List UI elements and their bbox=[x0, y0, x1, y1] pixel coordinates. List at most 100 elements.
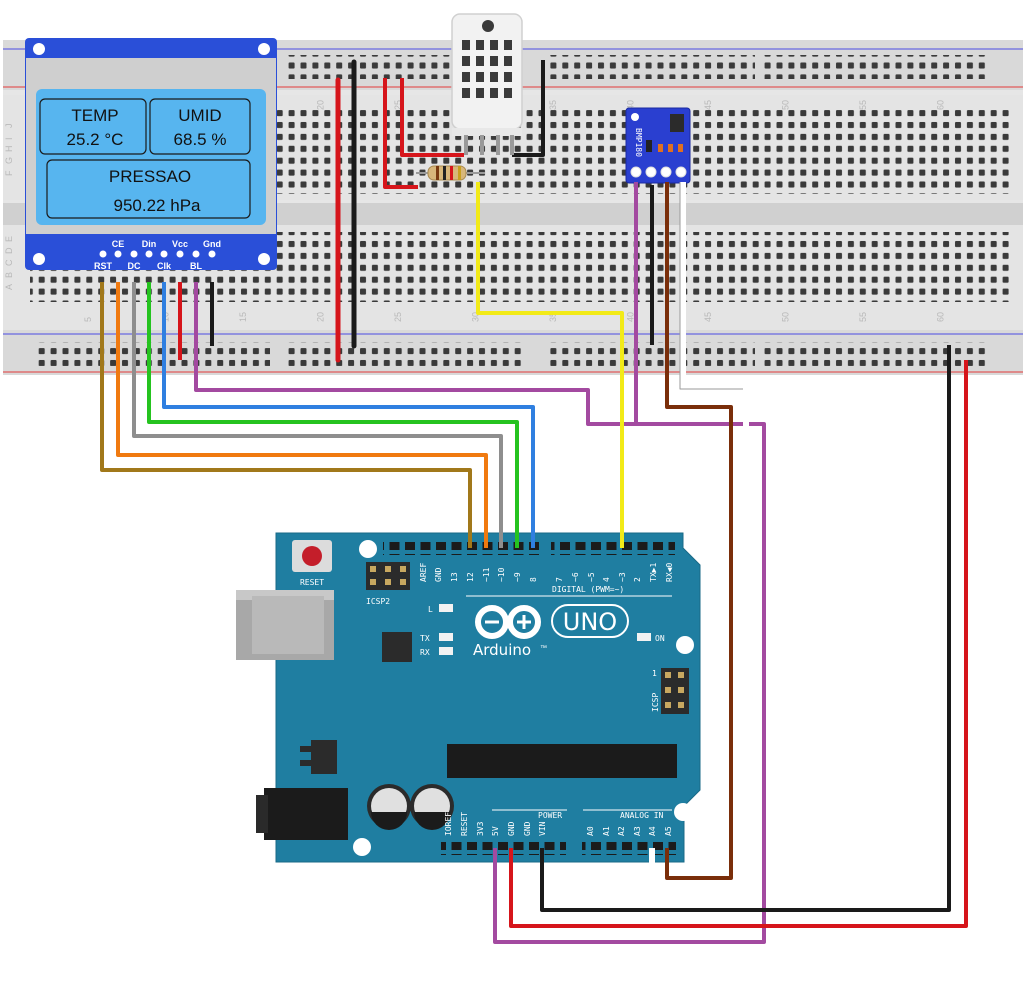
column-number: 55 bbox=[858, 100, 868, 110]
digital-pin-label: ~11 bbox=[482, 567, 491, 582]
power-pin-label: 3V3 bbox=[476, 821, 485, 836]
wires bbox=[100, 182, 968, 944]
icsp-label: ICSP bbox=[651, 693, 660, 712]
power-pin-label: GND bbox=[523, 821, 532, 836]
column-number: 20 bbox=[316, 312, 326, 322]
wire-purple-bl[interactable] bbox=[194, 282, 766, 944]
digital-pin-label: ~6 bbox=[571, 572, 580, 582]
wire-yellow-dht-data[interactable] bbox=[476, 182, 624, 548]
logo-arduino: Arduino bbox=[473, 641, 531, 659]
pin-label-din: Din bbox=[142, 239, 157, 249]
power-pin-label: IOREF bbox=[444, 812, 453, 836]
press-value: 950.22 hPa bbox=[114, 196, 202, 215]
pin-label-clk: Clk bbox=[157, 261, 172, 271]
row-letter: E bbox=[4, 236, 14, 242]
wire-gray-dc[interactable] bbox=[132, 282, 503, 548]
row-letter: A bbox=[4, 284, 14, 290]
column-number: 55 bbox=[858, 312, 868, 322]
led-on-label: ON bbox=[655, 634, 665, 643]
power-header bbox=[441, 841, 566, 855]
logo-tm: ™ bbox=[540, 645, 547, 652]
column-number: 25 bbox=[393, 312, 403, 322]
wire-white-bmp-sda-edge bbox=[679, 182, 743, 390]
pin-label-dc: DC bbox=[128, 261, 141, 271]
digital-pin-label: 7 bbox=[555, 577, 564, 582]
umid-box bbox=[149, 98, 251, 155]
digital-pin-label: RX◀0 bbox=[665, 563, 674, 582]
digital-pin-label: ~3 bbox=[618, 572, 627, 582]
digital-pin-label: 4 bbox=[602, 577, 611, 582]
led-rx-label: RX bbox=[420, 648, 430, 657]
wire-black-gnd-long[interactable] bbox=[540, 345, 951, 912]
column-number: 40 bbox=[626, 100, 636, 110]
led-on bbox=[637, 633, 651, 641]
analog-pin-label: A4 bbox=[648, 826, 657, 836]
row-letter: J bbox=[4, 124, 14, 129]
row-letter: G bbox=[4, 157, 14, 164]
bmp180-module: BMP180 bbox=[625, 107, 691, 184]
wire-orange-ce[interactable] bbox=[116, 282, 488, 548]
reset-label: RESET bbox=[300, 578, 324, 587]
umid-value: 68.5 % bbox=[174, 130, 227, 149]
lcd-mount-hole bbox=[33, 43, 45, 55]
icsp2-label: ICSP2 bbox=[366, 597, 390, 606]
wire-red-dht-vcc[interactable] bbox=[400, 78, 464, 157]
analog-pin-label: A3 bbox=[633, 826, 642, 836]
row-letter: F bbox=[4, 170, 14, 176]
row-letter: B bbox=[4, 272, 14, 278]
usb-chip bbox=[382, 632, 412, 662]
power-pin-label: VIN bbox=[538, 821, 547, 836]
column-number: 25 bbox=[393, 100, 403, 110]
umid-label: UMID bbox=[178, 106, 221, 125]
column-number: 20 bbox=[316, 100, 326, 110]
press-box bbox=[46, 159, 251, 219]
temp-label: TEMP bbox=[71, 106, 118, 125]
dht-mount-hole bbox=[482, 20, 494, 32]
column-number: 35 bbox=[548, 100, 558, 110]
breadboard-jumpers bbox=[178, 59, 654, 363]
dht-grille bbox=[462, 40, 512, 98]
temp-value: 25.2 °C bbox=[67, 130, 124, 149]
analog-pin-label: A0 bbox=[586, 826, 595, 836]
analog-pin-label: A2 bbox=[617, 826, 626, 836]
row-letter: I bbox=[4, 137, 14, 140]
wire-red-resistor[interactable] bbox=[383, 78, 418, 189]
row-letter: C bbox=[4, 259, 14, 266]
wire-red-5v-long[interactable] bbox=[509, 360, 968, 928]
digital-pin-label: GND bbox=[434, 567, 443, 582]
digital-pin-label: 13 bbox=[450, 572, 459, 582]
digital-pin-label: 8 bbox=[529, 577, 538, 582]
digital-pin-label: 2 bbox=[633, 577, 642, 582]
logo-uno: UNO bbox=[563, 608, 617, 636]
column-number: 30 bbox=[471, 312, 481, 322]
atmega-chip bbox=[447, 744, 677, 778]
digital-pin-label: ~10 bbox=[497, 567, 506, 582]
wire-black-dht-gnd[interactable] bbox=[512, 60, 545, 157]
bmp180-label: BMP180 bbox=[634, 128, 643, 157]
column-number: 35 bbox=[548, 312, 558, 322]
pin-label-vcc: Vcc bbox=[172, 239, 188, 249]
digital-pin-label: TX▶1 bbox=[649, 563, 658, 582]
digital-pin-label: ~9 bbox=[513, 572, 522, 582]
wire-brown-bmp-scl[interactable] bbox=[665, 182, 733, 880]
pin-label-ce: CE bbox=[112, 239, 125, 249]
column-number: 40 bbox=[626, 312, 636, 322]
wire-green-din[interactable] bbox=[147, 282, 519, 548]
column-number: 5 bbox=[83, 317, 93, 322]
wire-olive-rst[interactable] bbox=[100, 282, 472, 548]
analog-header bbox=[582, 841, 676, 855]
wire-white-bmp-sda[interactable] bbox=[649, 182, 749, 897]
dht-sensor bbox=[451, 13, 523, 155]
analog-pin-label: A1 bbox=[602, 826, 611, 836]
row-letter: D bbox=[4, 247, 14, 254]
wire-blue-clk[interactable] bbox=[162, 282, 535, 548]
power-pin-label: GND bbox=[507, 821, 516, 836]
icsp-pin1: 1 bbox=[652, 669, 657, 678]
